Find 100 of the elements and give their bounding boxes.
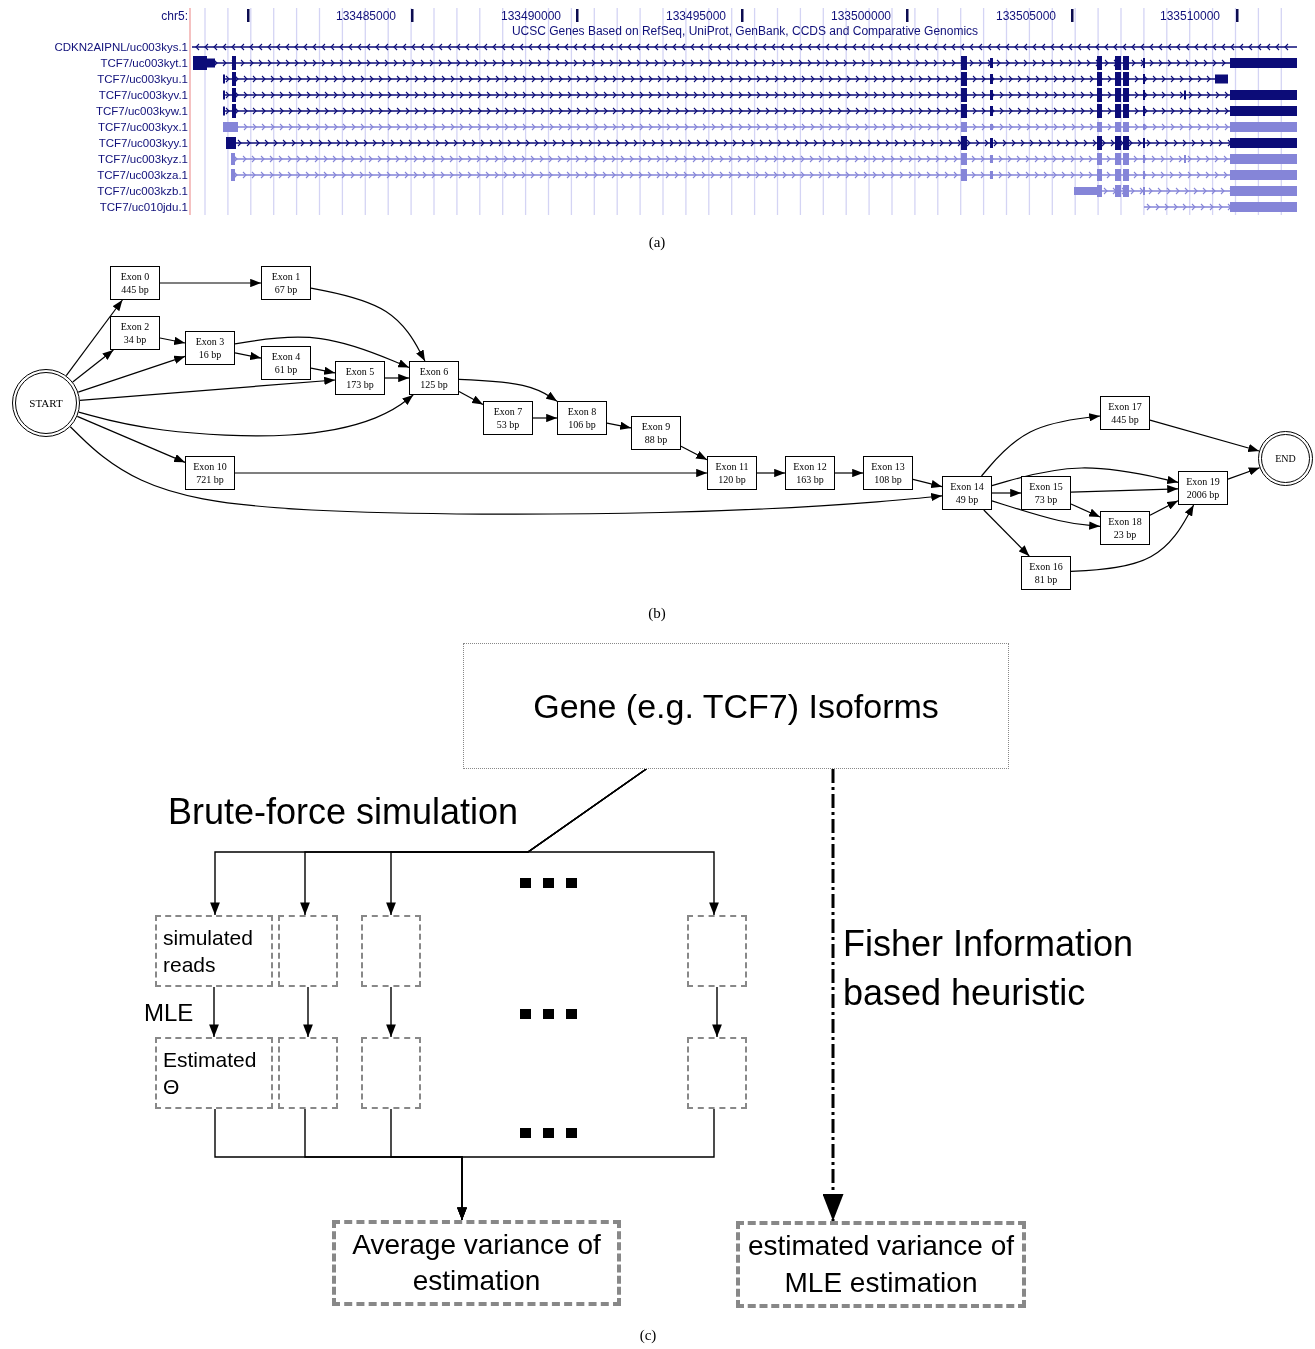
arrow — [234, 351, 262, 361]
arrow — [1227, 467, 1261, 480]
arrow — [310, 366, 336, 375]
exon-length: 163 bp — [796, 473, 824, 487]
exon-box — [707, 456, 757, 490]
arrow — [1070, 503, 1101, 518]
arrow — [991, 488, 1022, 498]
arrow — [1070, 484, 1179, 494]
exon-box — [110, 316, 160, 350]
arrow — [1070, 504, 1195, 573]
track-name: TCF7/uc003kyu.1 — [97, 72, 188, 86]
exon-length: 106 bp — [568, 418, 596, 432]
exon-box — [409, 361, 459, 395]
track-name: TCF7/uc003kyw.1 — [95, 104, 188, 118]
exon-name: Exon 16 — [1029, 559, 1063, 573]
arrow — [209, 986, 219, 1038]
coordinate-label: 133485000 — [335, 10, 397, 24]
gene-box — [463, 643, 1009, 769]
exon-name: Exon 4 — [271, 349, 301, 363]
arrow — [991, 467, 1179, 487]
exon-length: 721 bp — [196, 473, 224, 487]
exon-name: Exon 17 — [1108, 399, 1142, 413]
exon-length: 173 bp — [346, 378, 374, 392]
arrow — [384, 373, 410, 383]
exon-name: Exon 13 — [871, 459, 905, 473]
exon-name: Exon 3 — [195, 334, 225, 348]
track-name: TCF7/uc003kyv.1 — [98, 88, 188, 102]
exon-name: Exon 19 — [1186, 474, 1220, 488]
exon-length: 125 bp — [420, 378, 448, 392]
panel-caption: (c) — [639, 1326, 657, 1344]
exon-name: Exon 0 — [120, 269, 150, 283]
exon-box — [483, 401, 533, 435]
exon-name: Exon 14 — [950, 479, 984, 493]
exon-name: Exon 6 — [419, 364, 449, 378]
arrow — [303, 986, 313, 1038]
exon-box — [185, 331, 235, 365]
exon-length: 120 bp — [718, 473, 746, 487]
track-name: TCF7/uc003kyy.1 — [98, 136, 188, 150]
arrow — [525, 768, 719, 916]
node-label: estimated variance of MLE estimation — [746, 1229, 1016, 1300]
exon-box — [335, 361, 385, 395]
placeholder-box — [361, 1037, 421, 1109]
arrow — [712, 986, 722, 1038]
arrow — [458, 378, 558, 402]
exon-length: 49 bp — [955, 493, 979, 507]
track-name: TCF7/uc003kyz.1 — [97, 152, 188, 166]
arrow — [983, 509, 1030, 557]
arrow — [756, 468, 786, 478]
arrow — [1149, 419, 1260, 453]
exon-length: 81 bp — [1034, 573, 1058, 587]
exon-box — [185, 456, 235, 490]
exon-length: 88 bp — [644, 433, 668, 447]
exon-length: 445 bp — [1111, 413, 1139, 427]
arrow — [991, 500, 1101, 530]
placeholder-box — [361, 915, 421, 987]
arrow — [234, 468, 708, 478]
exon-name: Exon 10 — [193, 459, 227, 473]
exon-length: 23 bp — [1113, 528, 1137, 542]
terminal-circle — [12, 369, 80, 437]
exon-name: Exon 9 — [641, 419, 671, 433]
exon-name: Exon 2 — [120, 319, 150, 333]
arrow — [65, 299, 123, 377]
node-label: simulated reads — [163, 924, 254, 978]
track-name: TCF7/uc003kza.1 — [97, 168, 188, 182]
exon-length: 34 bp — [123, 333, 147, 347]
exon-length: 53 bp — [496, 418, 520, 432]
exon-box — [1100, 396, 1150, 430]
node-label: Estimated Θ — [163, 1046, 258, 1100]
exon-box — [110, 266, 160, 300]
track-name: TCF7/uc003kyx.1 — [97, 120, 188, 134]
arrow — [386, 986, 396, 1038]
exon-length: 67 bp — [274, 283, 298, 297]
exon-box — [785, 456, 835, 490]
dashed-arrow — [822, 769, 844, 1221]
arrow — [606, 421, 632, 430]
exon-length: 2006 bp — [1186, 488, 1220, 502]
coordinate-label: 133505000 — [995, 10, 1057, 24]
exon-box — [1021, 556, 1071, 590]
exon-box — [1178, 471, 1228, 505]
track-name: CDKN2AIPNL/uc003kys.1 — [54, 40, 188, 54]
arrow — [532, 413, 558, 423]
exon-box — [631, 416, 681, 450]
exon-box — [1021, 476, 1071, 510]
exon-length: 73 bp — [1034, 493, 1058, 507]
arrow — [680, 445, 708, 461]
arrow — [234, 336, 410, 369]
process-box — [155, 915, 273, 987]
arrow — [69, 426, 943, 515]
result-box — [332, 1220, 621, 1306]
exon-name: Exon 5 — [345, 364, 375, 378]
exon-box — [863, 456, 913, 490]
arrow — [76, 415, 186, 463]
track-name: TCF7/uc003kzb.1 — [97, 184, 188, 198]
arrow — [310, 287, 426, 362]
arrow — [79, 376, 336, 401]
arrow — [457, 1108, 715, 1221]
process-box — [155, 1037, 273, 1109]
exon-length: 445 bp — [121, 283, 149, 297]
panel-caption: (b) — [648, 604, 666, 622]
panel-caption: (a) — [648, 233, 666, 251]
